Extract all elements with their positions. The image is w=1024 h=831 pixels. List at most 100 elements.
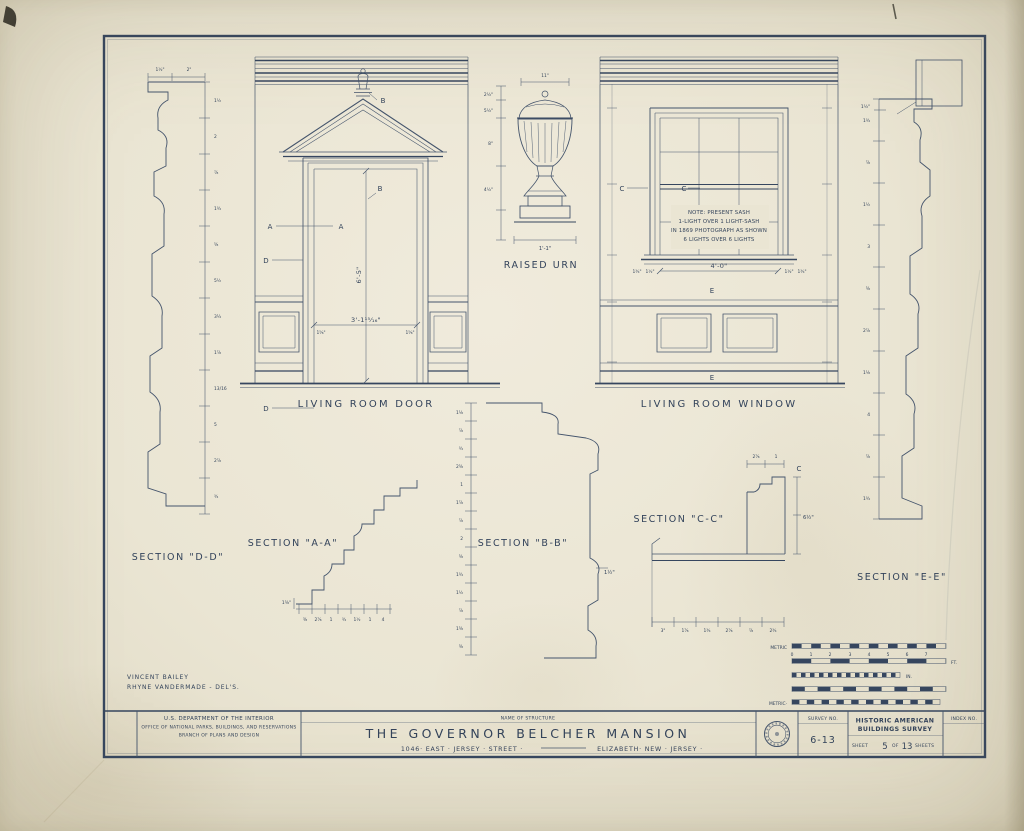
- paper-stain: [430, 600, 650, 780]
- dim-label: ⅞: [459, 608, 464, 614]
- dim-label: 3": [661, 628, 666, 634]
- dim-label: ¾: [342, 617, 347, 623]
- dim-label: 1¾: [863, 118, 871, 124]
- urn-finial: [541, 90, 549, 98]
- survey-number: 6-13: [810, 735, 836, 746]
- marker-letter: D: [263, 257, 268, 265]
- marker-letter: C: [620, 185, 625, 193]
- marker-letter: A: [339, 223, 344, 231]
- dim-label: 1⅞: [214, 350, 222, 356]
- dim-label: 1: [330, 617, 333, 623]
- dim-label: 1⅝: [456, 626, 464, 632]
- dim-label: 1½": [861, 103, 870, 110]
- marker-letter: C: [797, 465, 802, 473]
- wall-edges: [254, 84, 469, 383]
- section-ee-title: SECTION "E-E": [857, 572, 947, 583]
- marker-letter: E: [710, 287, 714, 295]
- dimension-ticks: [147, 73, 206, 81]
- window-note-line: NOTE: PRESENT SASH: [688, 210, 750, 216]
- window-width-dim: 4'-0": [711, 262, 728, 270]
- scale-number: 2: [829, 652, 832, 658]
- window-note-line: 6 LIGHTS OVER 6 LIGHTS: [684, 237, 755, 243]
- dimension-slashes: [362, 167, 370, 385]
- dim-label: 1½: [214, 97, 221, 104]
- dim-label: 3¼: [214, 314, 222, 320]
- door-architrave-outer: [302, 157, 429, 383]
- section-ee-drawing: 1½" 1¾ ⅞ 1½ 3 ⅝ 2⅞ 1⅛ 4 ⅞ 1¾ SECTION "E-…: [857, 59, 963, 583]
- urn-plinth-upper: [527, 195, 563, 207]
- marker-letter: E: [710, 374, 714, 382]
- structure-name: THE GOVERNOR BELCHER MANSION: [365, 726, 691, 741]
- section-aa-drawing: 1⅝" ⅜ 2⅞ 1 ¾ 1½ 1 4 SECTION "A-A": [248, 480, 418, 623]
- dim-label: 1½": [604, 569, 615, 576]
- delineator-credits: VINCENT BAILEY RHYNE VANDERMADE - DEL'S.: [127, 674, 240, 691]
- dim-label: 1½": [155, 66, 164, 73]
- title-block: U.S. DEPARTMENT OF THE INTERIOR OFFICE O…: [104, 710, 985, 757]
- dado-panels-inner: [262, 315, 463, 349]
- paper-crease: [43, 759, 105, 823]
- dim-label: 1⅞: [681, 628, 689, 634]
- index-number-label: INDEX NO.: [951, 716, 977, 722]
- binder-mark: [3, 6, 17, 27]
- note-background: [671, 205, 769, 249]
- cornice-lines: [599, 56, 839, 85]
- dimension-ticks: [298, 604, 391, 614]
- department-line: BRANCH OF PLANS AND DESIGN: [179, 733, 260, 739]
- leader-line: [896, 101, 917, 115]
- dimension-ticks: [496, 85, 506, 241]
- dimension-ticks: [607, 107, 617, 363]
- door-height-dim: 6'-5": [355, 267, 363, 284]
- sheet-suffix: SHEETS: [915, 743, 934, 749]
- section-cc-drawing: 2⅞ 1 6½" C 3" 1⅞ 1¾ 2⅞ ⅞ 2¾ SECTION "C-C…: [633, 454, 813, 634]
- dim-label: 8": [488, 141, 493, 147]
- wall-edges: [599, 84, 839, 383]
- marker-leader-lines: [272, 92, 378, 409]
- pediment-inner-moldings: [289, 103, 437, 153]
- urn-plinth-lower: [519, 205, 571, 219]
- inch-unit-label: IN.: [906, 674, 912, 680]
- dim-label: 1⅝": [316, 330, 325, 336]
- dim-label: ⅜: [459, 644, 464, 650]
- dimension-ticks: [651, 617, 785, 627]
- urn-fluting: [523, 120, 567, 163]
- marker-letter: B: [381, 97, 386, 105]
- scale-number: 4: [868, 652, 871, 658]
- section-cc-title: SECTION "C-C": [633, 514, 724, 525]
- dim-label: 2⅞: [752, 454, 760, 460]
- dim-label: 2": [187, 67, 192, 73]
- dim-label: 1½: [456, 589, 463, 596]
- cornice-bands: [255, 59, 468, 82]
- urn-bottom-width-dim: 1'-1": [539, 246, 551, 252]
- dim-label: 1¾: [214, 206, 222, 212]
- dim-label: 1¾": [632, 269, 641, 275]
- window-architrave-inner: [654, 112, 784, 255]
- dimension-ticks: [793, 476, 801, 555]
- door-width-dim: 3'-1¹⁵⁄₁₆": [351, 316, 381, 324]
- living-room-window-drawing: NOTE: PRESENT SASH 1-LIGHT OVER 1 LIGHT-…: [595, 56, 845, 410]
- molding-profile: [147, 81, 205, 507]
- sheet-number: 5: [882, 742, 887, 752]
- dim-label: 6½": [803, 514, 814, 521]
- raised-urn-drawing: 2½" 5½" 8" 4½" 11" 1'-1" RAISED URN: [484, 73, 579, 271]
- dado-panels-inner: [660, 317, 774, 349]
- molding-profile: [879, 98, 933, 520]
- dim-label: 3: [867, 244, 870, 250]
- department-line: U.S. DEPARTMENT OF THE INTERIOR: [164, 716, 274, 722]
- urn-title: RAISED URN: [504, 260, 579, 271]
- dado-panels-outer: [258, 311, 467, 353]
- dim-label: 4½": [484, 186, 493, 193]
- survey-org-line: BUILDINGS SURVEY: [858, 726, 933, 733]
- detail-flap-outline: [915, 59, 963, 107]
- dim-label: ⅜: [303, 617, 308, 623]
- dim-label: 1⅝": [405, 330, 414, 336]
- structure-address-right: ELIZABETH· NEW · JERSEY ·: [597, 746, 703, 753]
- dim-label: 2½": [484, 91, 493, 98]
- pediment-raking-cornice: [282, 98, 444, 153]
- department-line: OFFICE OF NATIONAL PARKS, BUILDINGS, AND…: [141, 725, 296, 731]
- credit-line: RHYNE VANDERMADE - DEL'S.: [127, 684, 240, 691]
- page-edge-shadow: [1004, 0, 1024, 831]
- dim-label: 5½: [214, 277, 221, 284]
- dim-label: ⅝: [459, 554, 464, 560]
- dim-label: 13/16: [214, 386, 227, 392]
